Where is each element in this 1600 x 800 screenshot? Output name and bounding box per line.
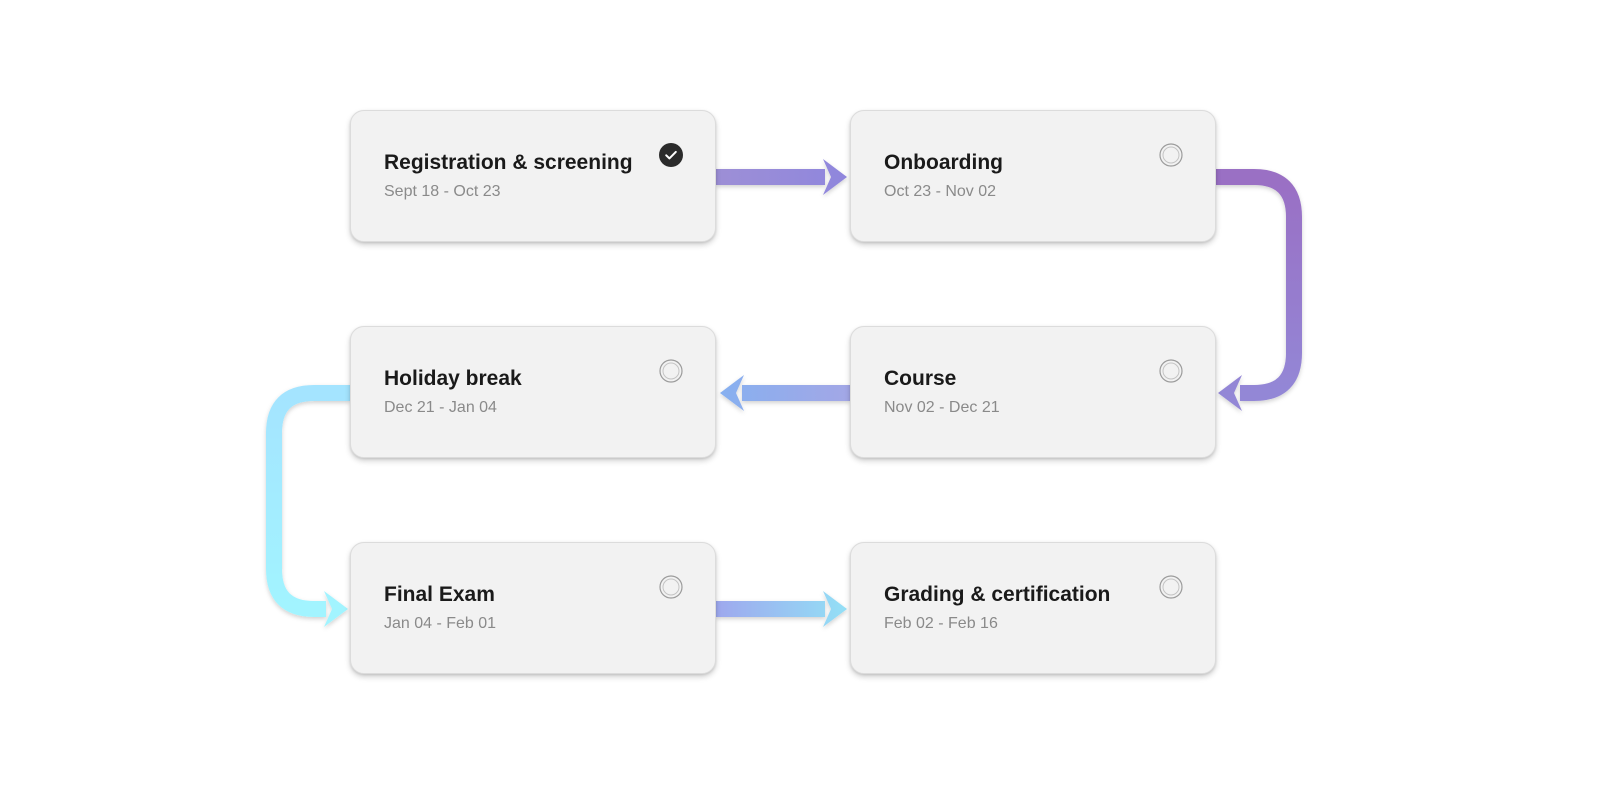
step-card-course[interactable]: Course Nov 02 - Dec 21 xyxy=(850,326,1216,458)
step-card-registration-screening[interactable]: Registration & screening Sept 18 - Oct 2… xyxy=(350,110,716,242)
empty-circle-icon[interactable] xyxy=(1159,575,1183,599)
connector-arrow-registration-to-onboarding xyxy=(716,159,847,195)
connector-arrow-course-to-holiday xyxy=(720,375,850,411)
step-card-grading-certification[interactable]: Grading & certification Feb 02 - Feb 16 xyxy=(850,542,1216,674)
step-card-onboarding[interactable]: Onboarding Oct 23 - Nov 02 xyxy=(850,110,1216,242)
step-dates: Sept 18 - Oct 23 xyxy=(384,183,501,200)
empty-circle-icon[interactable] xyxy=(1159,359,1183,383)
step-dates: Feb 02 - Feb 16 xyxy=(884,615,998,632)
step-card-holiday-break[interactable]: Holiday break Dec 21 - Jan 04 xyxy=(350,326,716,458)
step-dates: Dec 21 - Jan 04 xyxy=(384,399,497,416)
step-title: Grading & certification xyxy=(884,583,1111,606)
empty-circle-icon[interactable] xyxy=(659,359,683,383)
step-title: Holiday break xyxy=(384,367,522,390)
step-dates: Jan 04 - Feb 01 xyxy=(384,615,497,632)
empty-circle-icon[interactable] xyxy=(1159,143,1183,167)
connector-arrow-onboarding-to-course xyxy=(1216,169,1302,411)
step-title: Final Exam xyxy=(384,583,495,606)
step-dates: Nov 02 - Dec 21 xyxy=(884,399,1000,416)
step-title: Registration & screening xyxy=(384,151,633,174)
empty-circle-icon[interactable] xyxy=(659,575,683,599)
step-card-final-exam[interactable]: Final Exam Jan 04 - Feb 01 xyxy=(350,542,716,674)
step-title: Onboarding xyxy=(884,151,1003,174)
connector-arrow-final-exam-to-grading xyxy=(716,591,847,627)
check-circle-icon[interactable] xyxy=(659,143,683,167)
step-title: Course xyxy=(884,367,957,390)
step-dates: Oct 23 - Nov 02 xyxy=(884,183,997,200)
connector-arrow-holiday-to-final-exam xyxy=(266,385,350,627)
